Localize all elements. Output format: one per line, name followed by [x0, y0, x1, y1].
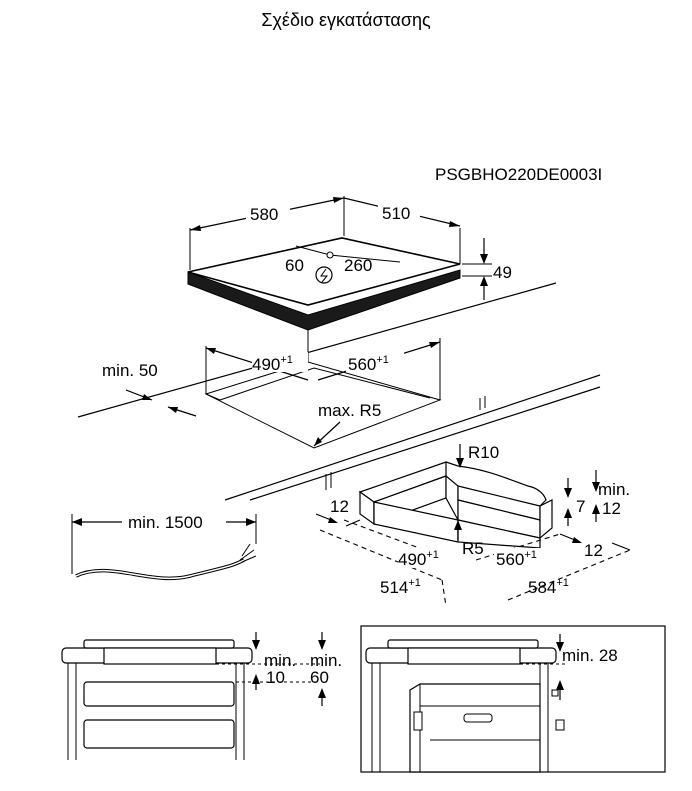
section-right-clearance-label: min. 28	[562, 646, 618, 665]
frame-side-a-label: 12	[330, 497, 349, 516]
cutout-depth-label: 560+1	[348, 354, 389, 374]
edge-distance-label: min. 50	[102, 361, 158, 380]
section-left-min-a-label: min.	[264, 651, 296, 670]
frame-height-label: 7	[576, 497, 585, 516]
power-cable: min. 1500	[71, 513, 257, 581]
cutout-width-label: 490+1	[252, 354, 293, 374]
page-title: Σχέδιο εγκατάστασης	[261, 10, 431, 30]
frame-outer-depth-value: 584	[528, 578, 556, 597]
frame-inner-width-tolerance: +1	[426, 549, 439, 561]
frame-outer-depth-label: 584+1	[528, 577, 569, 597]
hob-depth-label: 510	[382, 204, 410, 223]
cutout-width-value: 490	[252, 355, 280, 374]
section-left-min-b-value: 60	[310, 668, 329, 687]
cutout-radius-label: max. R5	[318, 401, 381, 420]
section-view-right: min. 28	[360, 625, 666, 773]
cable-length-label: min. 1500	[128, 513, 203, 532]
mounting-frame: R10 R5 12 490+1 560+1 514+1 584+1 7	[315, 443, 631, 607]
hob: 580 510 60 260 49	[187, 196, 512, 331]
frame-outer-width-value: 514	[380, 578, 408, 597]
cable-offset-right-label: 260	[344, 256, 372, 275]
frame-side-b-label: 12	[584, 541, 603, 560]
cutout-depth-value: 560	[348, 355, 376, 374]
frame-outer-depth-tolerance: +1	[556, 577, 569, 589]
frame-outer-width-label: 514+1	[380, 577, 421, 597]
section-view-left: min. 10 min. 60	[61, 632, 342, 760]
frame-inner-width-label: 490+1	[398, 549, 439, 569]
countertop-cutout: 490+1 560+1 min. 50 max. R5	[77, 282, 601, 501]
frame-top-radius-label: R10	[468, 443, 499, 462]
frame-inner-radius-label: R5	[462, 539, 484, 558]
frame-min-label: min.	[598, 480, 630, 499]
cable-offset-left-label: 60	[285, 256, 304, 275]
electric-connection-icon	[315, 266, 333, 284]
cutout-depth-tolerance: +1	[376, 354, 389, 366]
cutout-width-tolerance: +1	[280, 354, 293, 366]
frame-inner-depth-value: 560	[496, 550, 524, 569]
frame-min-value: 12	[602, 499, 621, 518]
section-left-min-b-label: min.	[310, 651, 342, 670]
frame-outer-width-tolerance: +1	[408, 577, 421, 589]
section-left-min-a-value: 10	[266, 668, 285, 687]
drawing-code: PSGBHO220DE0003I	[435, 165, 602, 184]
frame-inner-depth-label: 560+1	[496, 549, 537, 569]
hob-height-label: 49	[493, 263, 512, 282]
frame-inner-width-value: 490	[398, 550, 426, 569]
frame-inner-depth-tolerance: +1	[524, 549, 537, 561]
hob-width-label: 580	[250, 205, 278, 224]
